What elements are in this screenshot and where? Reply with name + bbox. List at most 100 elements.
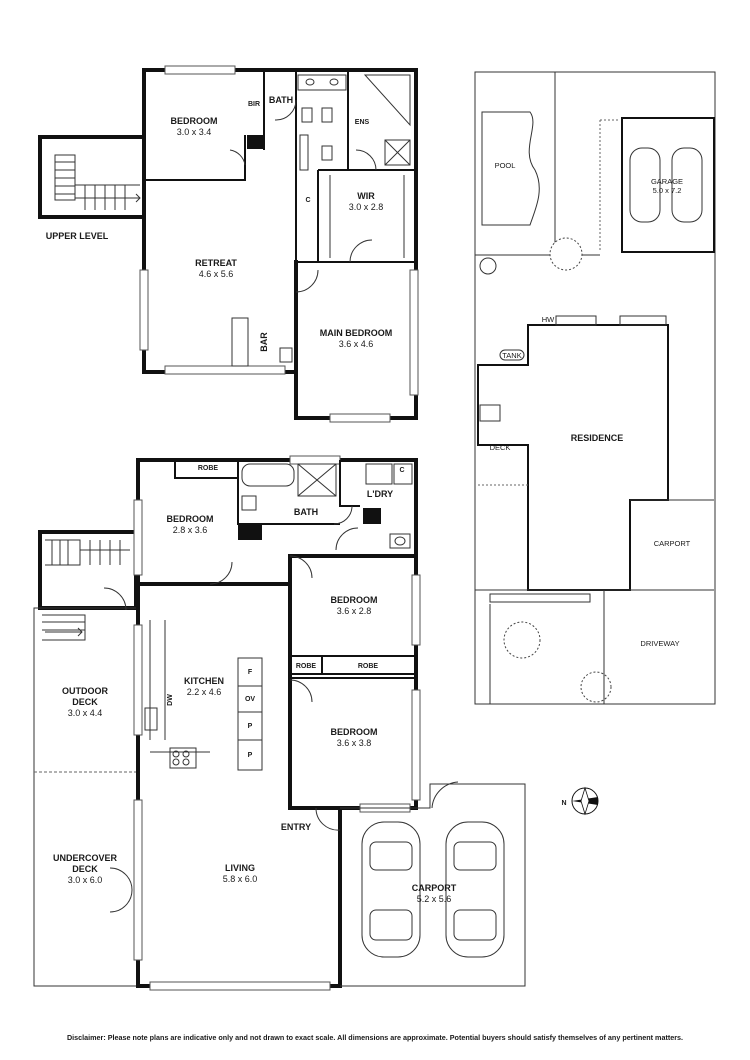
- bedroom-west-window: [133, 499, 143, 576]
- bedroom1-dim: 2.8 x 3.6: [173, 525, 208, 535]
- retreat-name: RETREAT: [195, 258, 237, 268]
- entry-label: ENTRY: [281, 822, 311, 832]
- kitchen-dim: 2.2 x 4.6: [187, 687, 222, 697]
- garage-outline: [621, 117, 715, 253]
- hedge-row: [555, 315, 667, 326]
- residence-footprint: [477, 324, 669, 591]
- bedroom-wing-wall: [288, 554, 342, 810]
- robe2-label: ROBE: [296, 663, 317, 670]
- compass-north-label: N: [561, 800, 566, 807]
- upper-bath-label: BATH: [269, 95, 293, 105]
- pantry1-label: P: [248, 723, 253, 730]
- upper-level-plan: UPPER LEVEL: [38, 65, 419, 423]
- bedroom3-dim: 3.6 x 3.8: [337, 738, 372, 748]
- upper-stairs: [54, 154, 141, 210]
- bedroom-door: [229, 149, 246, 166]
- outdoor-deck-dim: 3.0 x 4.4: [68, 708, 103, 718]
- bir-column: [247, 135, 263, 149]
- residence-label: RESIDENCE: [571, 433, 624, 443]
- bedroom3-east-window: [411, 689, 421, 801]
- undercover-deck-dim: 3.0 x 6.0: [68, 875, 103, 885]
- upper-stair-enclosure: [38, 135, 146, 219]
- retreat-dim: 4.6 x 5.6: [199, 269, 234, 279]
- site-stairs: [479, 404, 501, 422]
- bath-door: [274, 99, 297, 121]
- tank-label: TANK: [502, 351, 521, 360]
- upper-cupboard-label: C: [305, 197, 310, 204]
- carport-cars: [361, 821, 505, 958]
- site-boundary: [474, 71, 716, 705]
- entry-door: [315, 807, 341, 831]
- deck-label: DECK: [490, 443, 511, 452]
- site-plan: GARAGE 5.0 x 7.2 POOL HW TANK DECK RESID…: [474, 71, 716, 705]
- bath-door-lower: [333, 505, 353, 525]
- bedroom2-dim: 3.6 x 2.8: [337, 606, 372, 616]
- pool-shape: [481, 111, 540, 226]
- driveway-label: DRIVEWAY: [640, 639, 679, 648]
- bedroom3-name: BEDROOM: [331, 727, 378, 737]
- tree-3: [580, 671, 612, 703]
- robe1-label: ROBE: [198, 465, 219, 472]
- bir-label: BIR: [248, 101, 260, 108]
- outdoor-deck-name1: OUTDOOR: [62, 686, 108, 696]
- deck-door: [103, 587, 127, 611]
- robe3-label: ROBE: [358, 663, 379, 670]
- upper-level-label: UPPER LEVEL: [46, 231, 109, 241]
- compass: N: [561, 786, 599, 816]
- bath-north-window: [289, 455, 341, 465]
- front-hedge: [489, 593, 591, 603]
- bedroom-north-window: [164, 65, 236, 75]
- garage-name: GARAGE: [651, 177, 683, 186]
- oven-label: OV: [245, 696, 255, 703]
- tank-shape: [499, 349, 525, 361]
- ens-label: ENS: [355, 119, 370, 126]
- bedroom-south-wall: [144, 135, 246, 181]
- tree-1: [549, 237, 583, 271]
- pool-label: POOL: [495, 161, 516, 170]
- bedroom2-door: [289, 555, 313, 579]
- site-carport-label: CARPORT: [654, 539, 691, 548]
- kitchen-west-window: [133, 624, 143, 736]
- dishwasher-label: DW: [167, 694, 174, 706]
- tree-2: [503, 621, 541, 659]
- living-dim: 5.8 x 6.0: [223, 874, 258, 884]
- kitchen-name: KITCHEN: [184, 676, 224, 686]
- retreat-west-window: [139, 269, 149, 351]
- carport-outline: [340, 783, 526, 987]
- bedroom3-door: [289, 679, 313, 703]
- living-west-window: [133, 799, 143, 961]
- ground-level-plan: ROBE BEDROOM 2.8 x 3.6 BATH C L'DRY BEDR…: [33, 455, 526, 991]
- hw-label: HW: [542, 315, 555, 324]
- pantry2-label: P: [248, 752, 253, 759]
- ldry-door: [335, 527, 359, 551]
- upper-bedroom-name: BEDROOM: [171, 116, 218, 126]
- main-bedroom-east-window: [409, 269, 419, 396]
- tree-4: [479, 257, 497, 275]
- main-bedroom-south-window: [329, 413, 391, 423]
- robe-strip: [290, 655, 417, 675]
- bath-column: [238, 524, 262, 540]
- living-name: LIVING: [225, 863, 255, 873]
- carport-gate: [431, 781, 459, 809]
- lower-stairs: [42, 539, 130, 641]
- main-bedroom-name: MAIN BEDROOM: [320, 328, 393, 338]
- robe-wall: [174, 460, 238, 479]
- ens-door: [355, 149, 377, 171]
- bedroom1-name: BEDROOM: [167, 514, 214, 524]
- undercover-deck-name1: UNDERCOVER: [53, 853, 118, 863]
- ldry-column: [363, 508, 381, 524]
- upper-bath-fixtures: [231, 74, 411, 367]
- compass-needle: [580, 786, 590, 816]
- carport-name: CARPORT: [412, 883, 457, 893]
- main-bedroom-door: [295, 269, 319, 293]
- upper-bedroom-dim: 3.0 x 3.4: [177, 127, 212, 137]
- fridge-label: F: [248, 669, 253, 676]
- lower-fixtures: [144, 463, 413, 771]
- bedroom2-name: BEDROOM: [331, 595, 378, 605]
- deck-outline: [33, 607, 139, 987]
- main-bedroom-dim: 3.6 x 4.6: [339, 339, 374, 349]
- living-south-window: [149, 981, 331, 991]
- undercover-deck-name2: DECK: [72, 864, 98, 874]
- ldry-west-wall: [339, 460, 360, 507]
